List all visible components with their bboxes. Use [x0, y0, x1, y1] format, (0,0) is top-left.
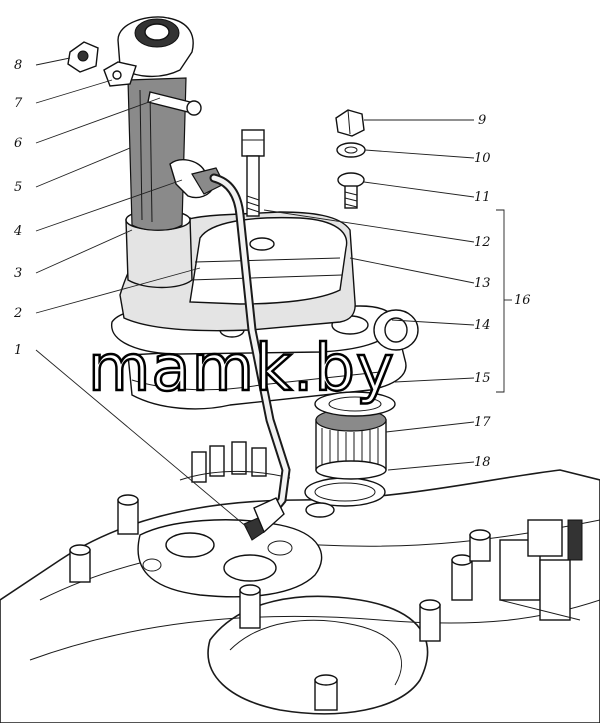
- callout-7: 7: [14, 96, 23, 111]
- callout-5: 5: [14, 180, 22, 195]
- callout-13: 13: [474, 276, 491, 291]
- callout-17: 17: [474, 415, 491, 430]
- callout-11: 11: [474, 190, 491, 205]
- screw-11: [337, 172, 365, 209]
- oil-pipe: [209, 173, 291, 541]
- callout-labels: 1 2 3 4 5 6 7 8 9 10 11 12 13 14 15 16 1…: [13, 58, 531, 470]
- callout-9: 9: [478, 113, 486, 128]
- washer-10: [336, 142, 366, 158]
- callout-2: 2: [13, 306, 22, 321]
- oil-filler-tube: [67, 16, 225, 289]
- watermark-text: mamk.by: [88, 332, 395, 406]
- block-studs: [69, 494, 491, 711]
- filter-element-17: [315, 408, 387, 480]
- callout-4: 4: [13, 224, 22, 239]
- engine-block: [0, 441, 600, 723]
- callout-6: 6: [14, 136, 22, 151]
- callout-10: 10: [474, 151, 491, 166]
- callout-1: 1: [14, 343, 22, 358]
- callout-8: 8: [14, 58, 22, 73]
- callout-14: 14: [474, 318, 491, 333]
- filter-housing-assembly: [111, 129, 419, 480]
- leader-lines: [35, 57, 512, 529]
- callout-18: 18: [474, 455, 491, 470]
- bolt-12: [241, 129, 265, 217]
- callout-16: 16: [514, 293, 531, 308]
- bolt-9: [335, 109, 365, 137]
- callout-3: 3: [14, 266, 22, 281]
- callout-12: 12: [474, 235, 491, 250]
- callout-15: 15: [474, 371, 491, 386]
